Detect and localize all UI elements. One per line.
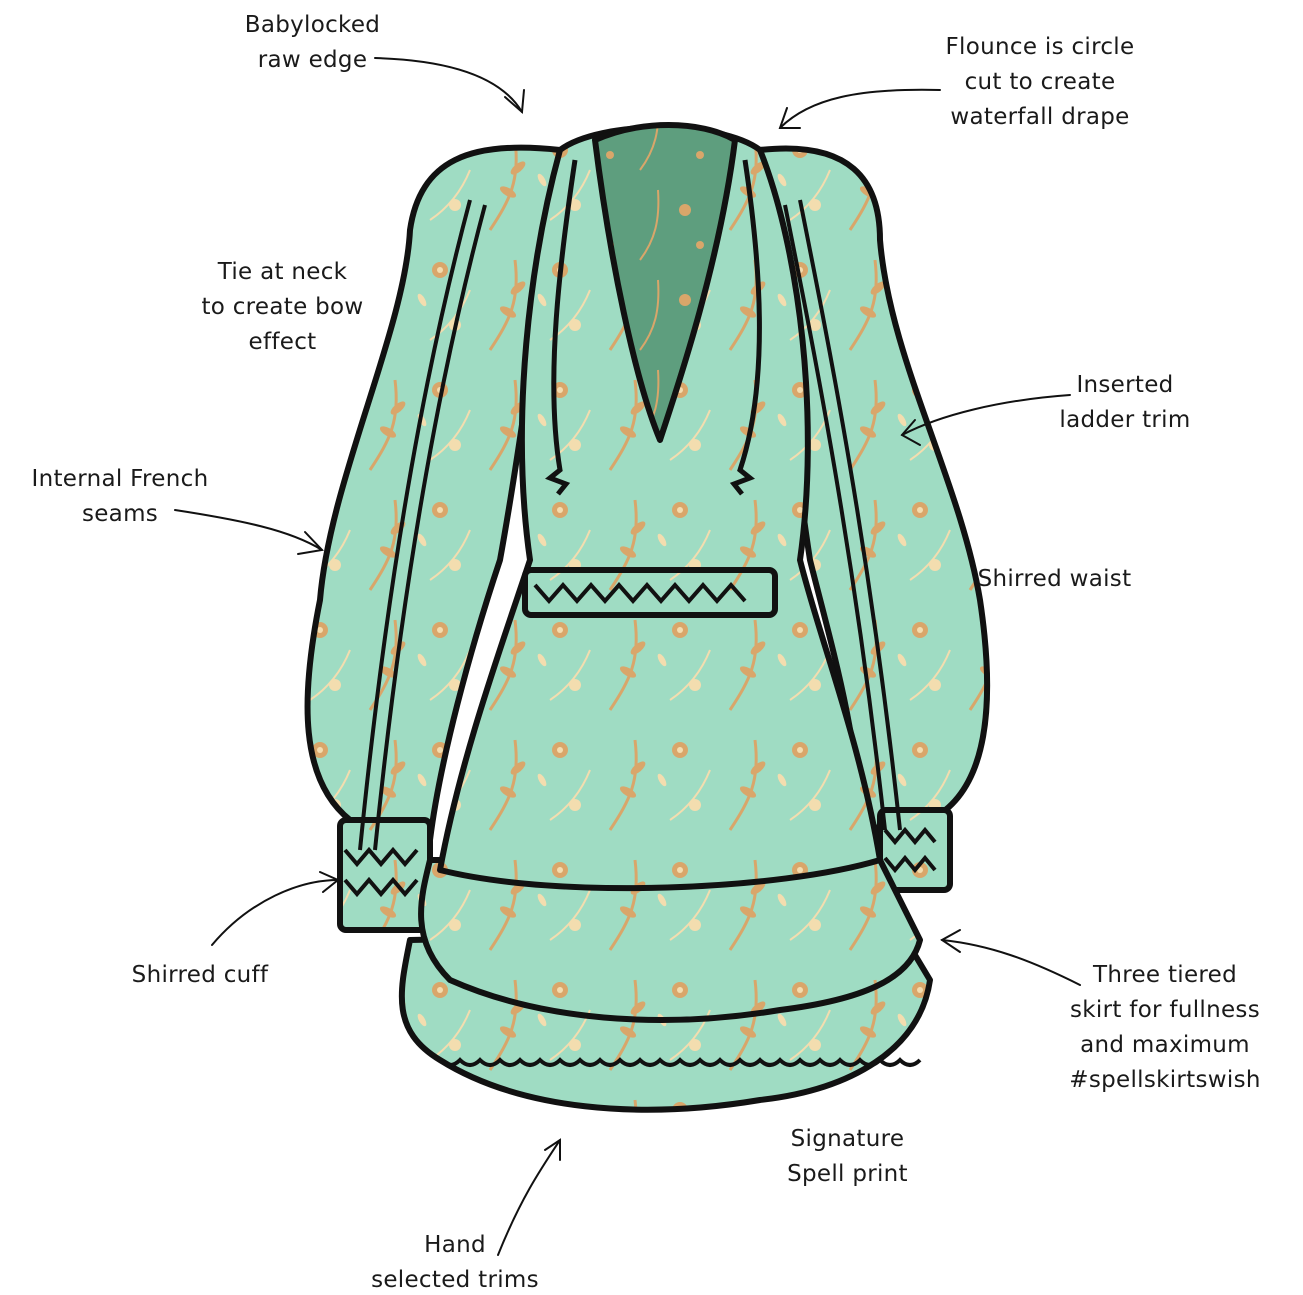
label-shirred-waist: Shirred waist <box>962 562 1147 597</box>
label-line: #spellskirtswish <box>1055 1063 1275 1098</box>
label-line: effect <box>190 325 375 360</box>
label-line: to create bow <box>190 290 375 325</box>
label-line: seams <box>15 497 225 532</box>
label-line: Spell print <box>765 1157 930 1192</box>
label-line: waterfall drape <box>930 100 1150 135</box>
label-flounce: Flounce is circle cut to create waterfal… <box>930 30 1150 135</box>
label-babylocked: Babylocked raw edge <box>225 8 400 78</box>
arrow-flounce-icon <box>780 90 940 128</box>
label-line: Shirred cuff <box>115 958 285 993</box>
label-line: and maximum <box>1055 1028 1275 1063</box>
label-hand-trims: Hand selected trims <box>355 1228 555 1295</box>
left-cuff <box>340 820 430 930</box>
label-ladder-trim: Inserted ladder trim <box>1040 368 1210 438</box>
label-line: Inserted <box>1040 368 1210 403</box>
label-line: Internal French <box>15 462 225 497</box>
label-tie-neck: Tie at neck to create bow effect <box>190 255 375 360</box>
label-tiered-skirt: Three tiered skirt for fullness and maxi… <box>1055 958 1275 1098</box>
label-line: Flounce is circle <box>930 30 1150 65</box>
label-line: skirt for fullness <box>1055 993 1275 1028</box>
label-line: raw edge <box>225 43 400 78</box>
label-line: selected trims <box>355 1263 555 1295</box>
arrow-cuff-icon <box>212 872 338 945</box>
dress-group <box>308 125 988 1110</box>
label-line: Babylocked <box>225 8 400 43</box>
label-line: Shirred waist <box>962 562 1147 597</box>
label-shirred-cuff: Shirred cuff <box>115 958 285 993</box>
label-line: cut to create <box>930 65 1150 100</box>
label-line: Tie at neck <box>190 255 375 290</box>
label-line: Hand <box>355 1228 555 1263</box>
label-french-seams: Internal French seams <box>15 462 225 532</box>
label-line: Signature <box>765 1122 930 1157</box>
label-signature-print: Signature Spell print <box>765 1122 930 1192</box>
label-line: Three tiered <box>1055 958 1275 993</box>
label-line: ladder trim <box>1040 403 1210 438</box>
